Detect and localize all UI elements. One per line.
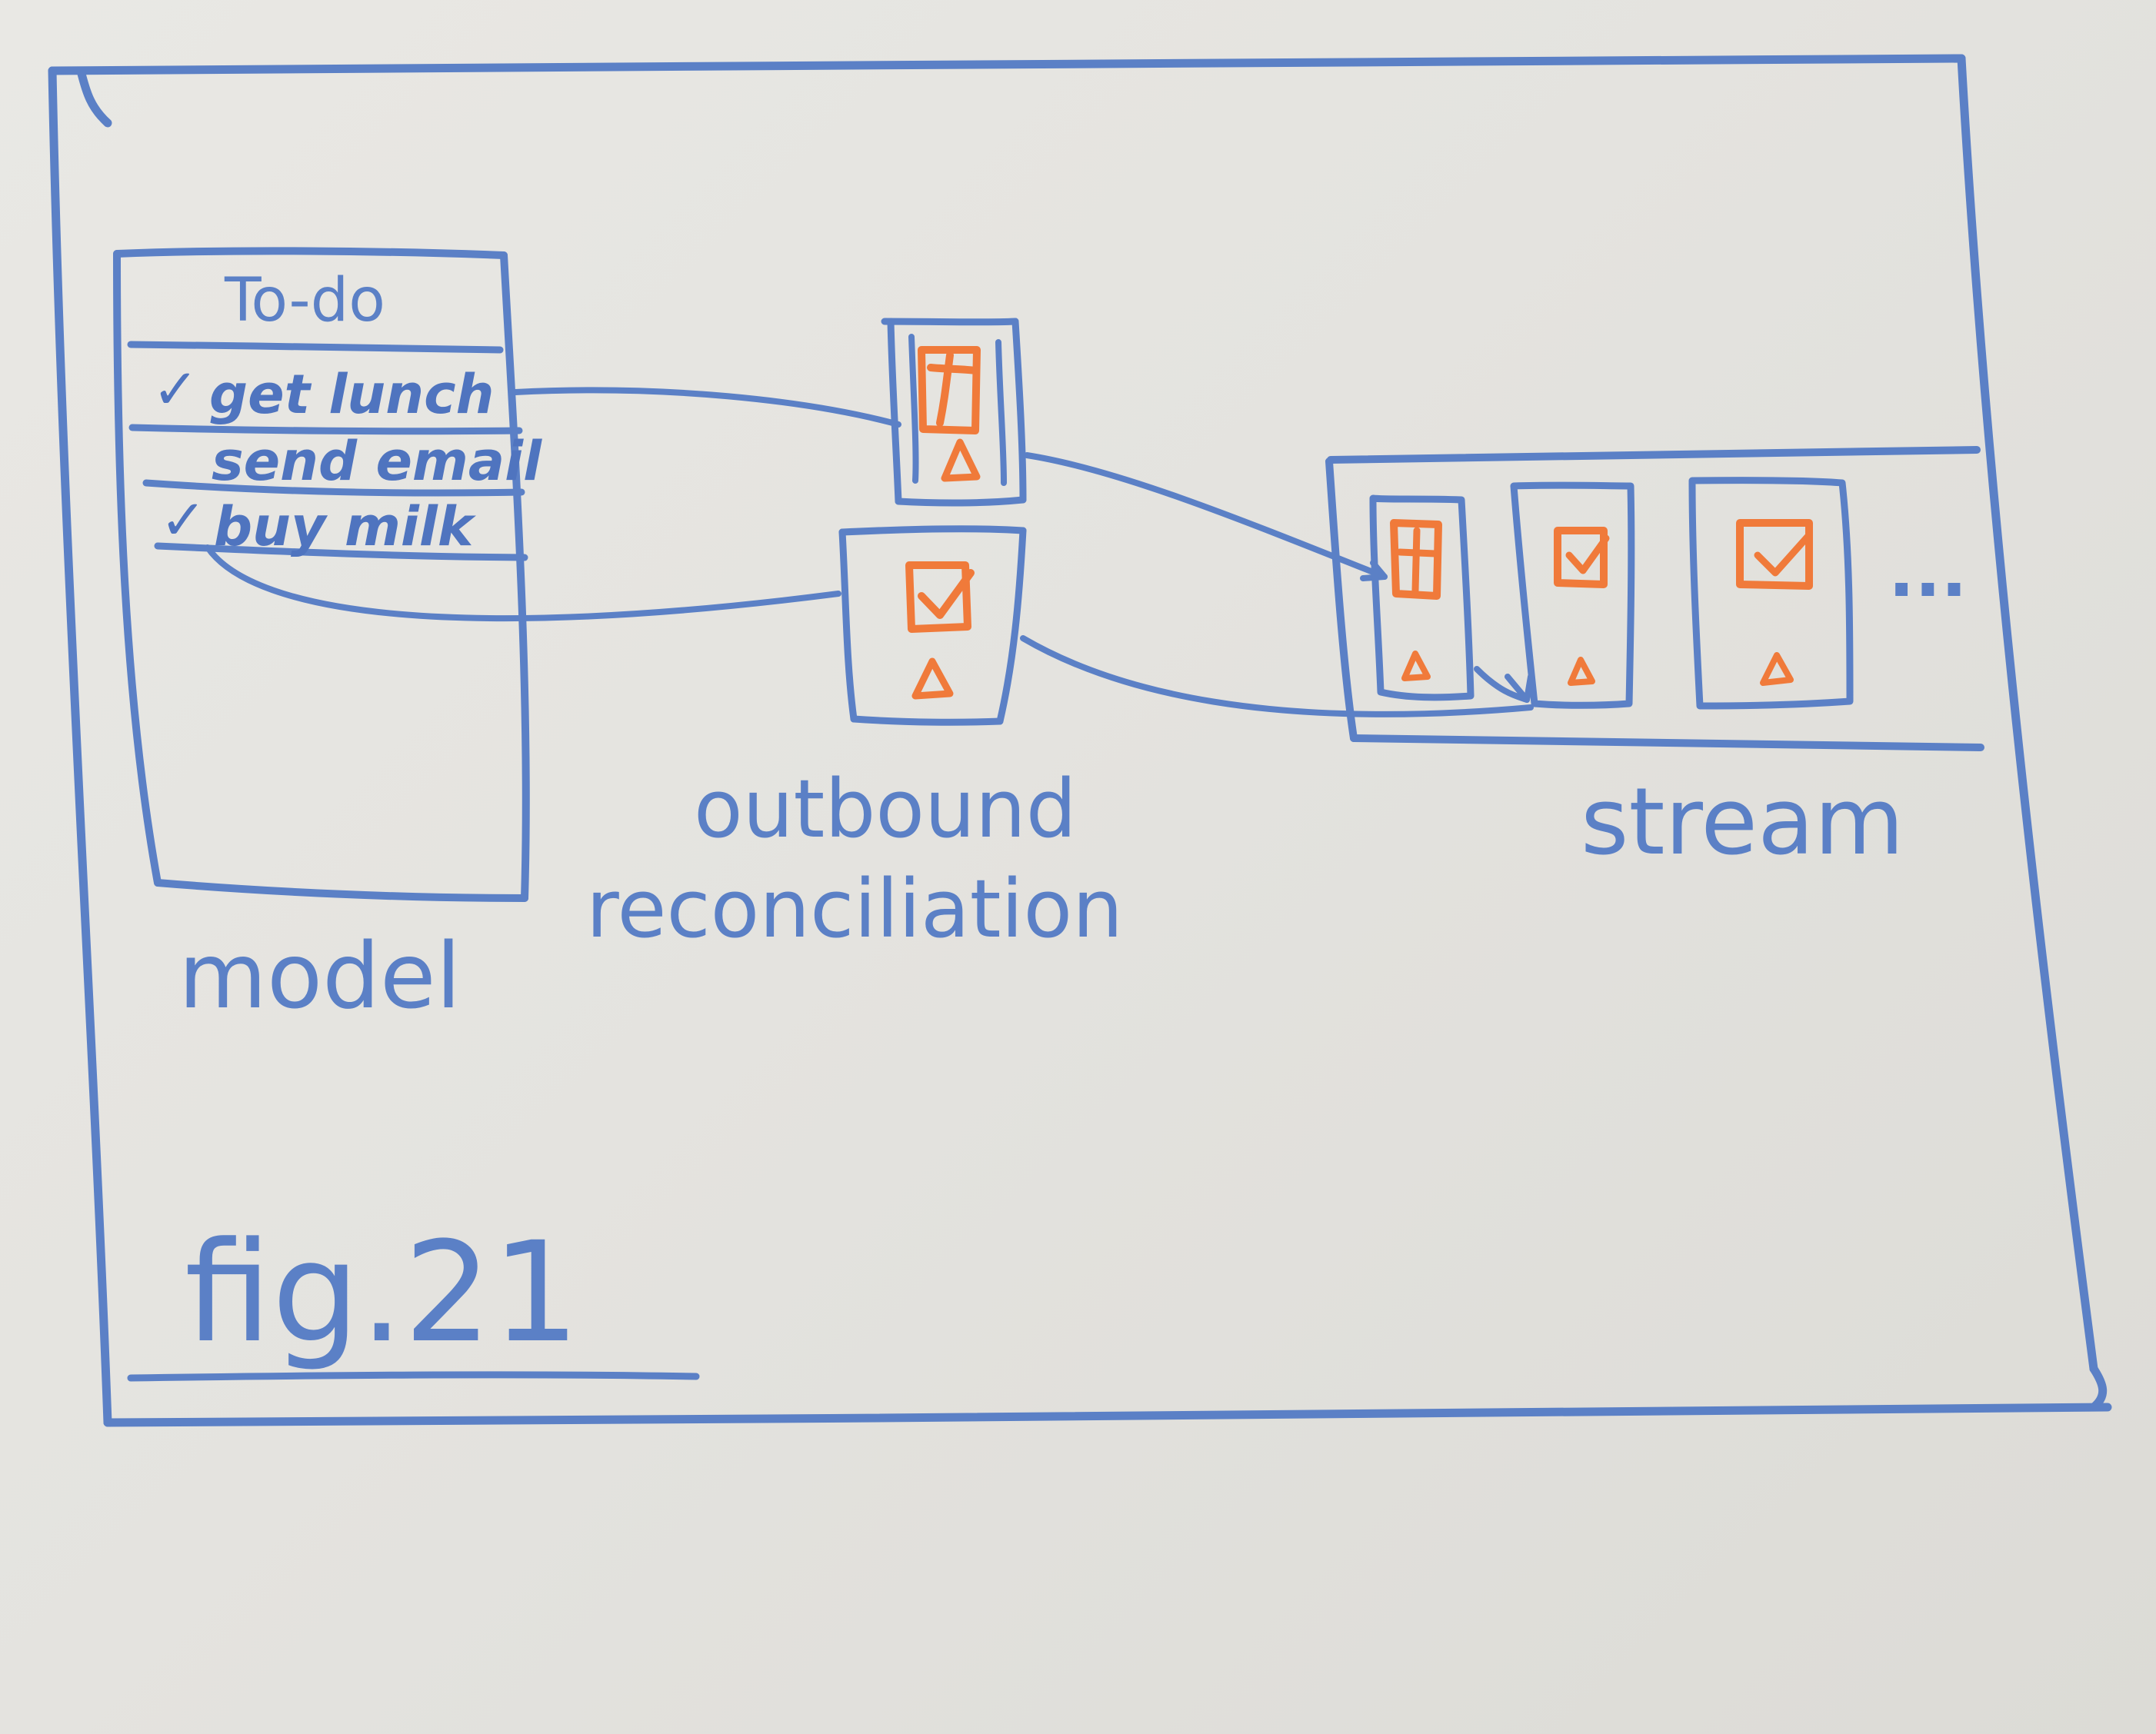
triangle-icon [911,657,954,700]
stream-container [1325,446,1984,751]
outbound-label-line2: reconciliation [586,862,1123,956]
outbound-label-line1: outbound [694,762,1077,856]
stream-label: stream [1581,769,1904,876]
triangle-icon [941,438,981,482]
todo-item-send-email: send email [212,430,542,493]
check-icon: ✓ [152,357,199,421]
figure-caption: fig.21 [185,1213,580,1373]
connectors [205,387,1534,717]
add-box-icon [918,346,981,434]
todo-item-get-lunch: get lunch [209,363,495,426]
todo-title: To-do [225,266,385,335]
stream-card [1369,494,1475,701]
outbound-card-check [838,525,1027,726]
outbound-card-add [881,318,1027,507]
model-panel [113,247,530,902]
caption-underline [127,1371,700,1382]
model-label: model [178,923,462,1029]
todo-item-buy-milk: buy milk [214,495,474,558]
check-icon: ✓ [160,488,207,552]
outer-frame [48,54,2112,1427]
stream-ellipsis: ... [1888,532,1968,613]
stream-card [1510,481,1635,709]
checkbox-icon [905,561,975,633]
stream-card [1688,477,1854,710]
